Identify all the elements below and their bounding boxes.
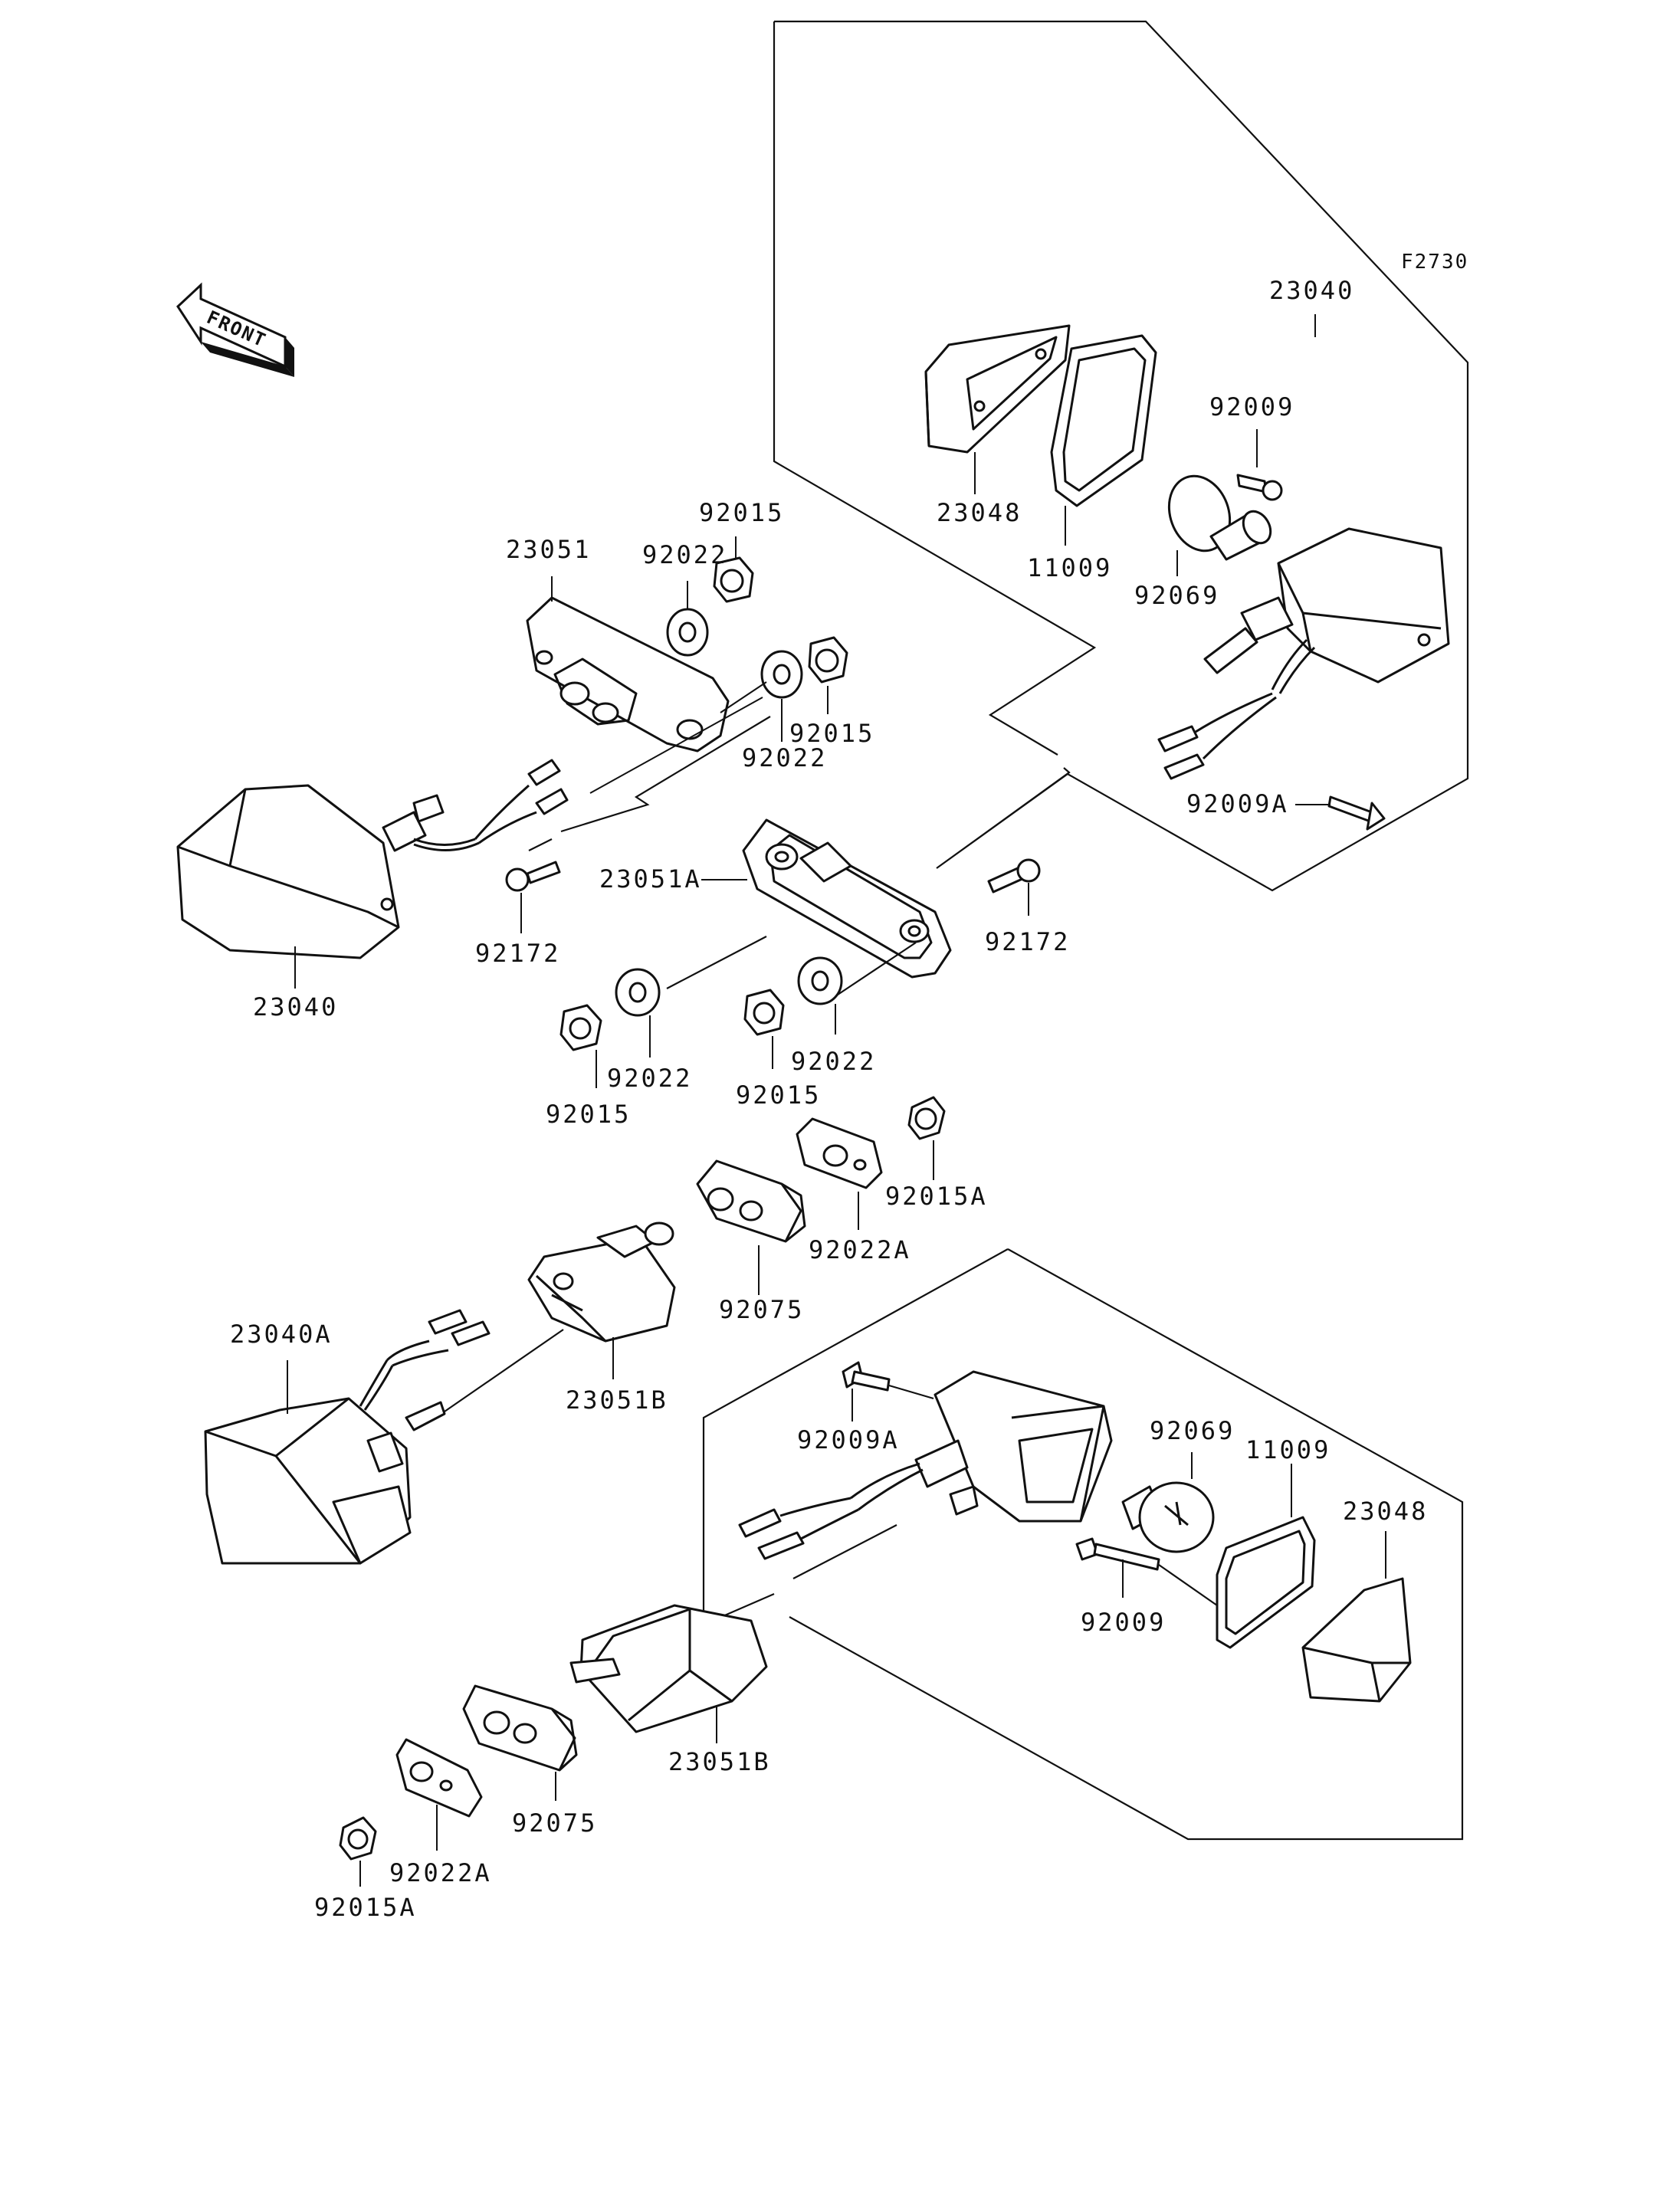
label-92009-top: 92009 <box>1209 392 1294 421</box>
plate-92022a-low <box>395 1738 483 1818</box>
connector-wires-23040a-left <box>386 1309 491 1367</box>
label-92015a-low: 92015A <box>314 1893 417 1922</box>
nut-92015a-low <box>339 1816 377 1861</box>
screw-92172-left <box>505 861 561 892</box>
label-11009-bottom: 11009 <box>1245 1435 1331 1464</box>
label-92022-c: 92022 <box>607 1064 692 1093</box>
connector-wires-top <box>1157 692 1277 780</box>
bracket-23051b-mid <box>527 1221 676 1343</box>
label-92075-mid: 92075 <box>719 1295 804 1324</box>
screw-92172-right <box>987 858 1041 894</box>
screw-92009a-bottom <box>842 1361 891 1392</box>
washer-92022-a <box>666 608 709 657</box>
label-23051: 23051 <box>506 535 591 564</box>
washer-92022-c <box>615 968 661 1017</box>
label-92015a-mid: 92015A <box>885 1182 988 1211</box>
label-92172-right: 92172 <box>985 927 1070 956</box>
figure-code: F2730 <box>1401 251 1468 274</box>
bulb-top <box>1167 474 1272 561</box>
assembly-outline-bottom <box>789 1248 1464 1841</box>
bracket-23051b-low <box>569 1604 768 1733</box>
label-92015-d: 92015 <box>736 1080 821 1110</box>
label-23051a: 23051A <box>599 864 702 894</box>
label-92022-d: 92022 <box>791 1047 876 1076</box>
label-92009a-bottom: 92009A <box>797 1425 900 1454</box>
washer-92022-b <box>760 650 803 699</box>
label-92172-left: 92172 <box>475 939 560 968</box>
nut-92015-d <box>743 989 785 1036</box>
label-23040-top: 23040 <box>1269 276 1354 305</box>
nut-92015-b <box>808 636 848 684</box>
grommet-92075-low <box>462 1684 578 1772</box>
washer-92022-d <box>797 956 843 1005</box>
label-11009-top: 11009 <box>1027 553 1112 582</box>
label-23051b-low: 23051B <box>668 1747 771 1776</box>
assembly-outline-top-left <box>773 21 1097 756</box>
connector-wires-23040a-right <box>738 1497 859 1560</box>
gasket-bottom <box>1216 1516 1316 1649</box>
lens-cover-bottom <box>1301 1577 1412 1703</box>
label-23040-left: 23040 <box>253 992 338 1021</box>
connector-wires-left <box>474 759 569 844</box>
bracket-23051 <box>526 596 730 753</box>
label-92022a-low: 92022A <box>389 1858 492 1887</box>
assembly-outline-bottom-left <box>702 1248 1009 1626</box>
label-92075-low: 92075 <box>512 1808 597 1838</box>
label-92022-b: 92022 <box>742 743 827 772</box>
label-92022-a: 92022 <box>642 540 727 569</box>
label-92009a-top: 92009A <box>1186 789 1289 818</box>
bracket-23051a <box>742 818 952 979</box>
label-23051b-mid: 23051B <box>566 1385 668 1415</box>
signal-housing-23040a-right <box>850 1370 1113 1523</box>
signal-housing-top <box>1203 527 1450 694</box>
label-92015-a: 92015 <box>699 498 784 527</box>
screw-92009-top <box>1236 474 1283 501</box>
assembly-outline-top <box>774 20 1469 892</box>
grommet-92075-mid <box>696 1159 806 1243</box>
label-92009-bottom: 92009 <box>1081 1608 1166 1637</box>
front-arrow-icon: FRONT <box>176 282 294 377</box>
label-92015-b: 92015 <box>789 719 874 748</box>
label-23048-top: 23048 <box>937 498 1022 527</box>
label-92015-c: 92015 <box>546 1100 631 1129</box>
lens-cover-top <box>924 324 1071 454</box>
bulb-bottom <box>1121 1481 1215 1553</box>
label-92022a-mid: 92022A <box>809 1235 911 1264</box>
label-23048-bottom: 23048 <box>1343 1497 1428 1526</box>
plate-92022a-mid <box>796 1117 883 1189</box>
label-92069-bottom: 92069 <box>1150 1416 1235 1445</box>
signal-housing-left <box>176 784 480 959</box>
nut-92015-a <box>713 556 754 603</box>
label-23040a-left: 23040A <box>230 1320 333 1349</box>
label-92069-top: 92069 <box>1134 581 1219 610</box>
nut-92015-c <box>559 1004 602 1051</box>
gasket-top <box>1050 334 1157 507</box>
screw-92009a-top <box>1327 795 1386 831</box>
screw-92009-bottom <box>1075 1537 1160 1571</box>
signal-housing-23040a-left <box>204 1359 446 1565</box>
nut-92015a-mid <box>907 1096 946 1140</box>
